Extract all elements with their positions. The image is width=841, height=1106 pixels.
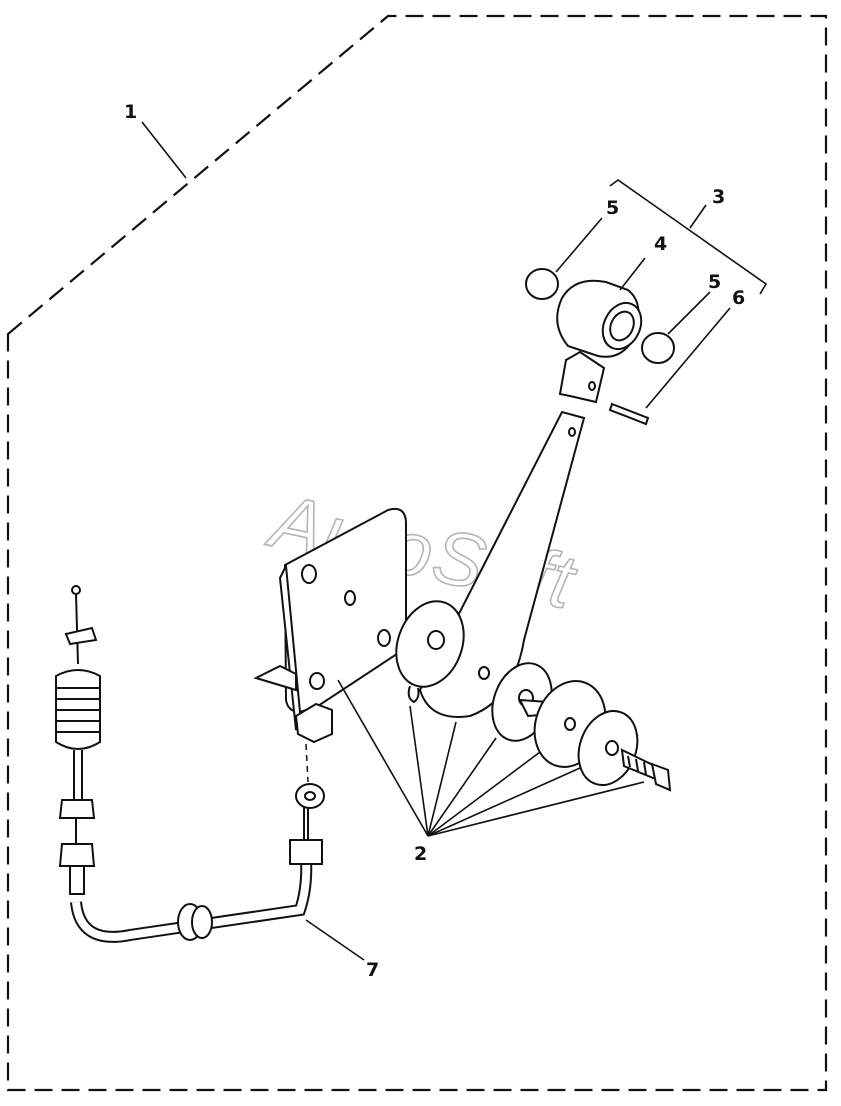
callout-3: 3 <box>712 186 725 208</box>
spring-clip <box>407 685 420 704</box>
control-cable <box>55 585 325 943</box>
callout-2: 2 <box>414 843 427 865</box>
leader-lines <box>141 121 768 961</box>
callout-6: 6 <box>732 287 745 309</box>
callout-5a: 5 <box>606 197 619 219</box>
mounting-bracket <box>253 507 407 744</box>
callout-5b: 5 <box>708 271 721 293</box>
knob-assembly <box>525 268 675 426</box>
washer-stack <box>395 600 639 786</box>
assembly-centerline <box>305 743 309 783</box>
kit-boundary <box>6 14 828 1092</box>
pivot-bolt <box>620 748 672 792</box>
callout-1: 1 <box>124 101 137 123</box>
callout-4: 4 <box>654 233 667 255</box>
callout-7: 7 <box>366 959 379 981</box>
